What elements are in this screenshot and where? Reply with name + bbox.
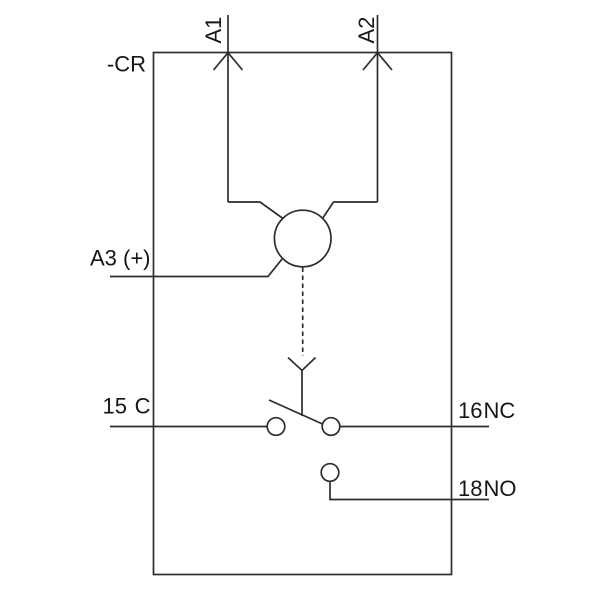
coil-feed-from-a1 [228,201,284,220]
terminal-18-lead [329,481,489,501]
contact-16-nc-circle [321,416,341,437]
relay-body-outline [152,51,453,576]
terminal-a2-label: A2 [354,17,379,44]
coil-feed-from-a2 [321,201,378,219]
terminal-16-function: NC [484,398,516,423]
terminal-a1-label: A1 [201,17,226,44]
terminal-15-function: C [135,394,151,419]
device-tag-label: -CR [107,52,146,77]
contact-18-no-circle [320,462,340,483]
terminal-15-number: 15 [103,394,127,419]
terminal-a3-lead [110,257,284,278]
terminal-a2-marker-icon [362,51,393,71]
contact-lever [268,399,323,425]
terminal-18-function: NO [484,476,517,501]
terminal-a3-label: A3 (+) [90,246,151,271]
contact-15-common-circle [266,416,286,437]
terminal-18-number: 18 [458,476,482,501]
terminal-a1-marker-icon [212,51,244,71]
actuator-fork-icon [287,356,317,372]
terminal-16-number: 16 [458,398,482,423]
coil-circle [273,209,332,268]
